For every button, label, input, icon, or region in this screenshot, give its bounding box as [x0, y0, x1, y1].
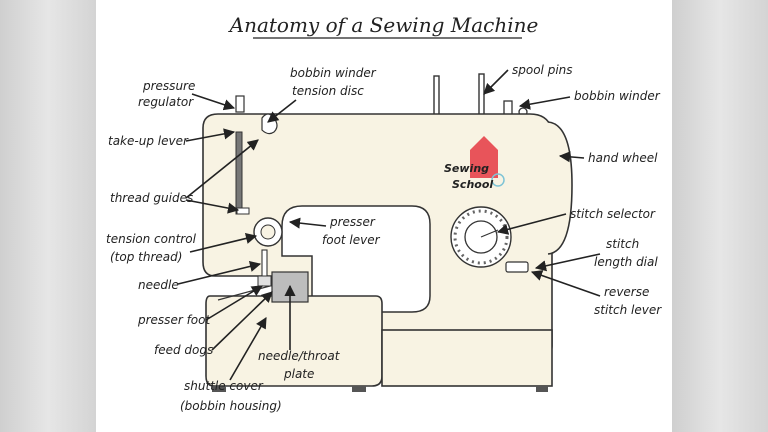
- label-stitch-length-dial-2: length dial: [594, 255, 658, 269]
- label-presser-foot-lever-2: foot lever: [322, 233, 381, 247]
- left-blur-margin: [0, 0, 96, 432]
- arrow-tension-disc: [267, 99, 297, 123]
- label-spool-pins: spool pins: [512, 63, 573, 77]
- label-pressure-regulator-1: pressure: [142, 79, 195, 93]
- pressure-regulator-knob: [235, 95, 245, 113]
- arrow-spool-pins: [483, 69, 509, 95]
- foot-left: [212, 386, 226, 392]
- label-tension-control-1: tension control: [106, 232, 197, 246]
- arrow-presser-foot-lever: [288, 217, 327, 229]
- label-needle-throat-plate-2: plate: [283, 367, 314, 381]
- right-blur-margin: [672, 0, 768, 432]
- bobbin-winder-post: [503, 100, 513, 116]
- label-presser-foot-lever-1: presser: [329, 215, 376, 229]
- sewing-machine-illustration: Sewing School: [202, 73, 573, 392]
- label-bobbin-winder-tension-disc-2: tension disc: [292, 84, 364, 98]
- diagram-title: Anatomy of a Sewing Machine: [228, 13, 539, 37]
- hand-wheel-shape: [547, 121, 573, 255]
- logo-house: [470, 136, 498, 178]
- label-shuttle-cover-1: shuttle cover: [184, 379, 264, 393]
- arrow-take-up-lever: [185, 128, 236, 142]
- sewing-school-logo: Sewing School: [444, 136, 505, 191]
- label-tension-control-2: (top thread): [110, 250, 182, 264]
- label-needle: needle: [138, 278, 179, 292]
- arrow-feed-dogs: [211, 291, 273, 351]
- arm-opening: [281, 205, 431, 313]
- arrow-shuttle-cover: [229, 317, 267, 381]
- stitch-length-slot: [505, 261, 529, 273]
- logo-text-line1: Sewing: [444, 162, 489, 175]
- thread-guide-lower: [236, 207, 250, 215]
- labels: pressure regulator bobbin winder tension…: [106, 63, 662, 413]
- arrow-stitch-length-dial: [534, 253, 601, 272]
- base-right: [381, 329, 553, 387]
- stitch-selector-pointer: [480, 229, 499, 238]
- label-bobbin-winder-tension-disc-1: bobbin winder: [290, 66, 377, 80]
- machine-base: [205, 295, 383, 387]
- foot-right: [536, 386, 548, 392]
- label-reverse-stitch-lever-2: stitch lever: [594, 303, 662, 317]
- arrow-reverse-stitch-lever: [530, 270, 601, 297]
- needle-bar: [261, 249, 268, 279]
- spool-pin-right: [478, 73, 485, 119]
- take-up-lever-bar: [235, 131, 243, 215]
- foot-mid: [352, 386, 366, 392]
- presser-foot-shape: [257, 275, 272, 287]
- arrow-stitch-selector: [496, 213, 567, 235]
- tension-dial-center: [260, 224, 276, 240]
- arrow-thread-guide-lower: [185, 199, 240, 214]
- label-stitch-selector: stitch selector: [570, 207, 656, 221]
- arrow-hand-wheel: [558, 151, 585, 163]
- label-presser-foot: presser foot: [137, 313, 211, 327]
- label-reverse-stitch-lever-1: reverse: [604, 285, 649, 299]
- label-pressure-regulator-2: regulator: [138, 95, 194, 109]
- label-feed-dogs: feed dogs: [154, 343, 213, 357]
- leader-arrows: [177, 69, 601, 381]
- label-take-up-lever: take-up lever: [108, 134, 189, 148]
- label-stitch-length-dial-1: stitch: [606, 237, 639, 251]
- arrow-thread-guide-upper: [185, 139, 259, 199]
- label-shuttle-cover-2: (bobbin housing): [180, 399, 282, 413]
- spool-pin-left: [433, 75, 440, 119]
- label-thread-guides: thread guides: [110, 191, 193, 205]
- logo-accent: [491, 173, 505, 187]
- logo-text-line2: School: [452, 178, 493, 191]
- arrow-needle: [177, 260, 262, 285]
- arrow-bobbin-winder: [518, 96, 571, 110]
- arrow-tension-control: [189, 232, 258, 253]
- stitch-selector-ticks: [453, 209, 509, 265]
- arrow-pressure-regulator: [191, 93, 236, 111]
- label-bobbin-winder: bobbin winder: [574, 89, 661, 103]
- label-hand-wheel: hand wheel: [588, 151, 658, 165]
- arrow-presser-foot: [205, 285, 263, 321]
- label-needle-throat-plate-1: needle/throat: [258, 349, 341, 363]
